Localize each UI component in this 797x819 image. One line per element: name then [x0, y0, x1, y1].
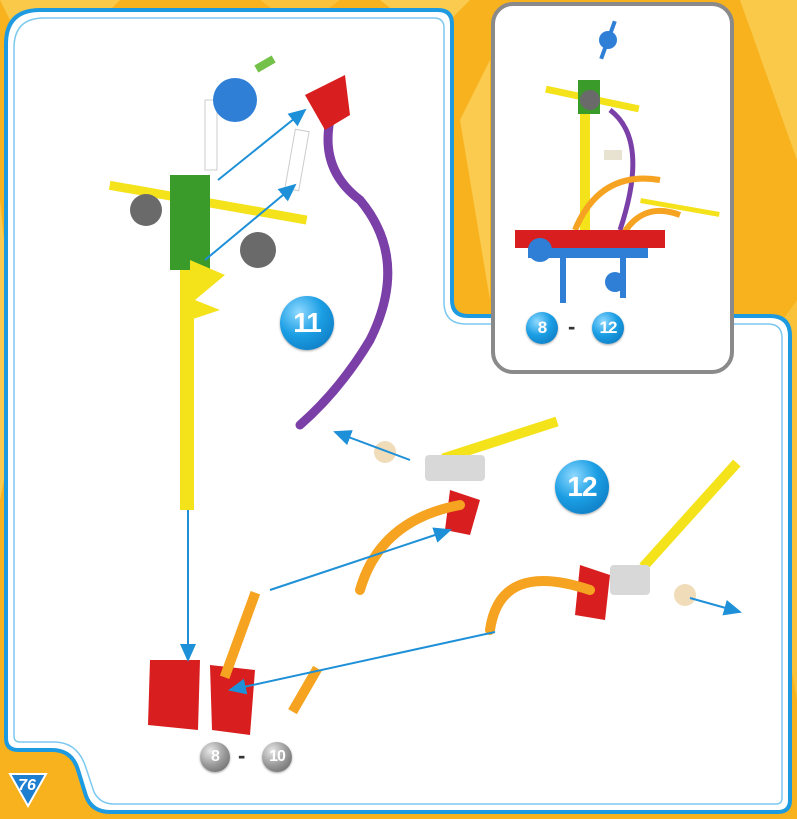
inset-model: [515, 21, 720, 303]
step-12-badge: 12: [555, 460, 609, 514]
purple-rod-part: [285, 75, 388, 425]
page-number: 76: [10, 777, 44, 795]
inset-range-from-badge: 8: [526, 312, 558, 344]
step-12-number: 12: [567, 471, 596, 503]
step-12-upper-parts: [360, 417, 559, 590]
step-11-badge: 11: [280, 296, 334, 350]
reference-range-from-badge: 8: [200, 742, 230, 772]
reference-range-dash: -: [238, 743, 245, 769]
reference-range-to-badge: 10: [262, 742, 292, 772]
inset-range-to: 12: [600, 318, 617, 338]
step-11-number: 11: [293, 307, 321, 339]
inset-range-to-badge: 12: [592, 312, 624, 344]
inset-range-from: 8: [538, 318, 546, 338]
reference-range-from: 8: [211, 748, 219, 766]
step-12-lower-parts: [490, 460, 741, 630]
assembly-arrows: [188, 110, 740, 690]
reference-assembly: [148, 591, 322, 735]
step-11-assembly: [109, 56, 308, 510]
reference-range-to: 10: [269, 748, 285, 766]
inset-range-dash: -: [568, 314, 575, 340]
